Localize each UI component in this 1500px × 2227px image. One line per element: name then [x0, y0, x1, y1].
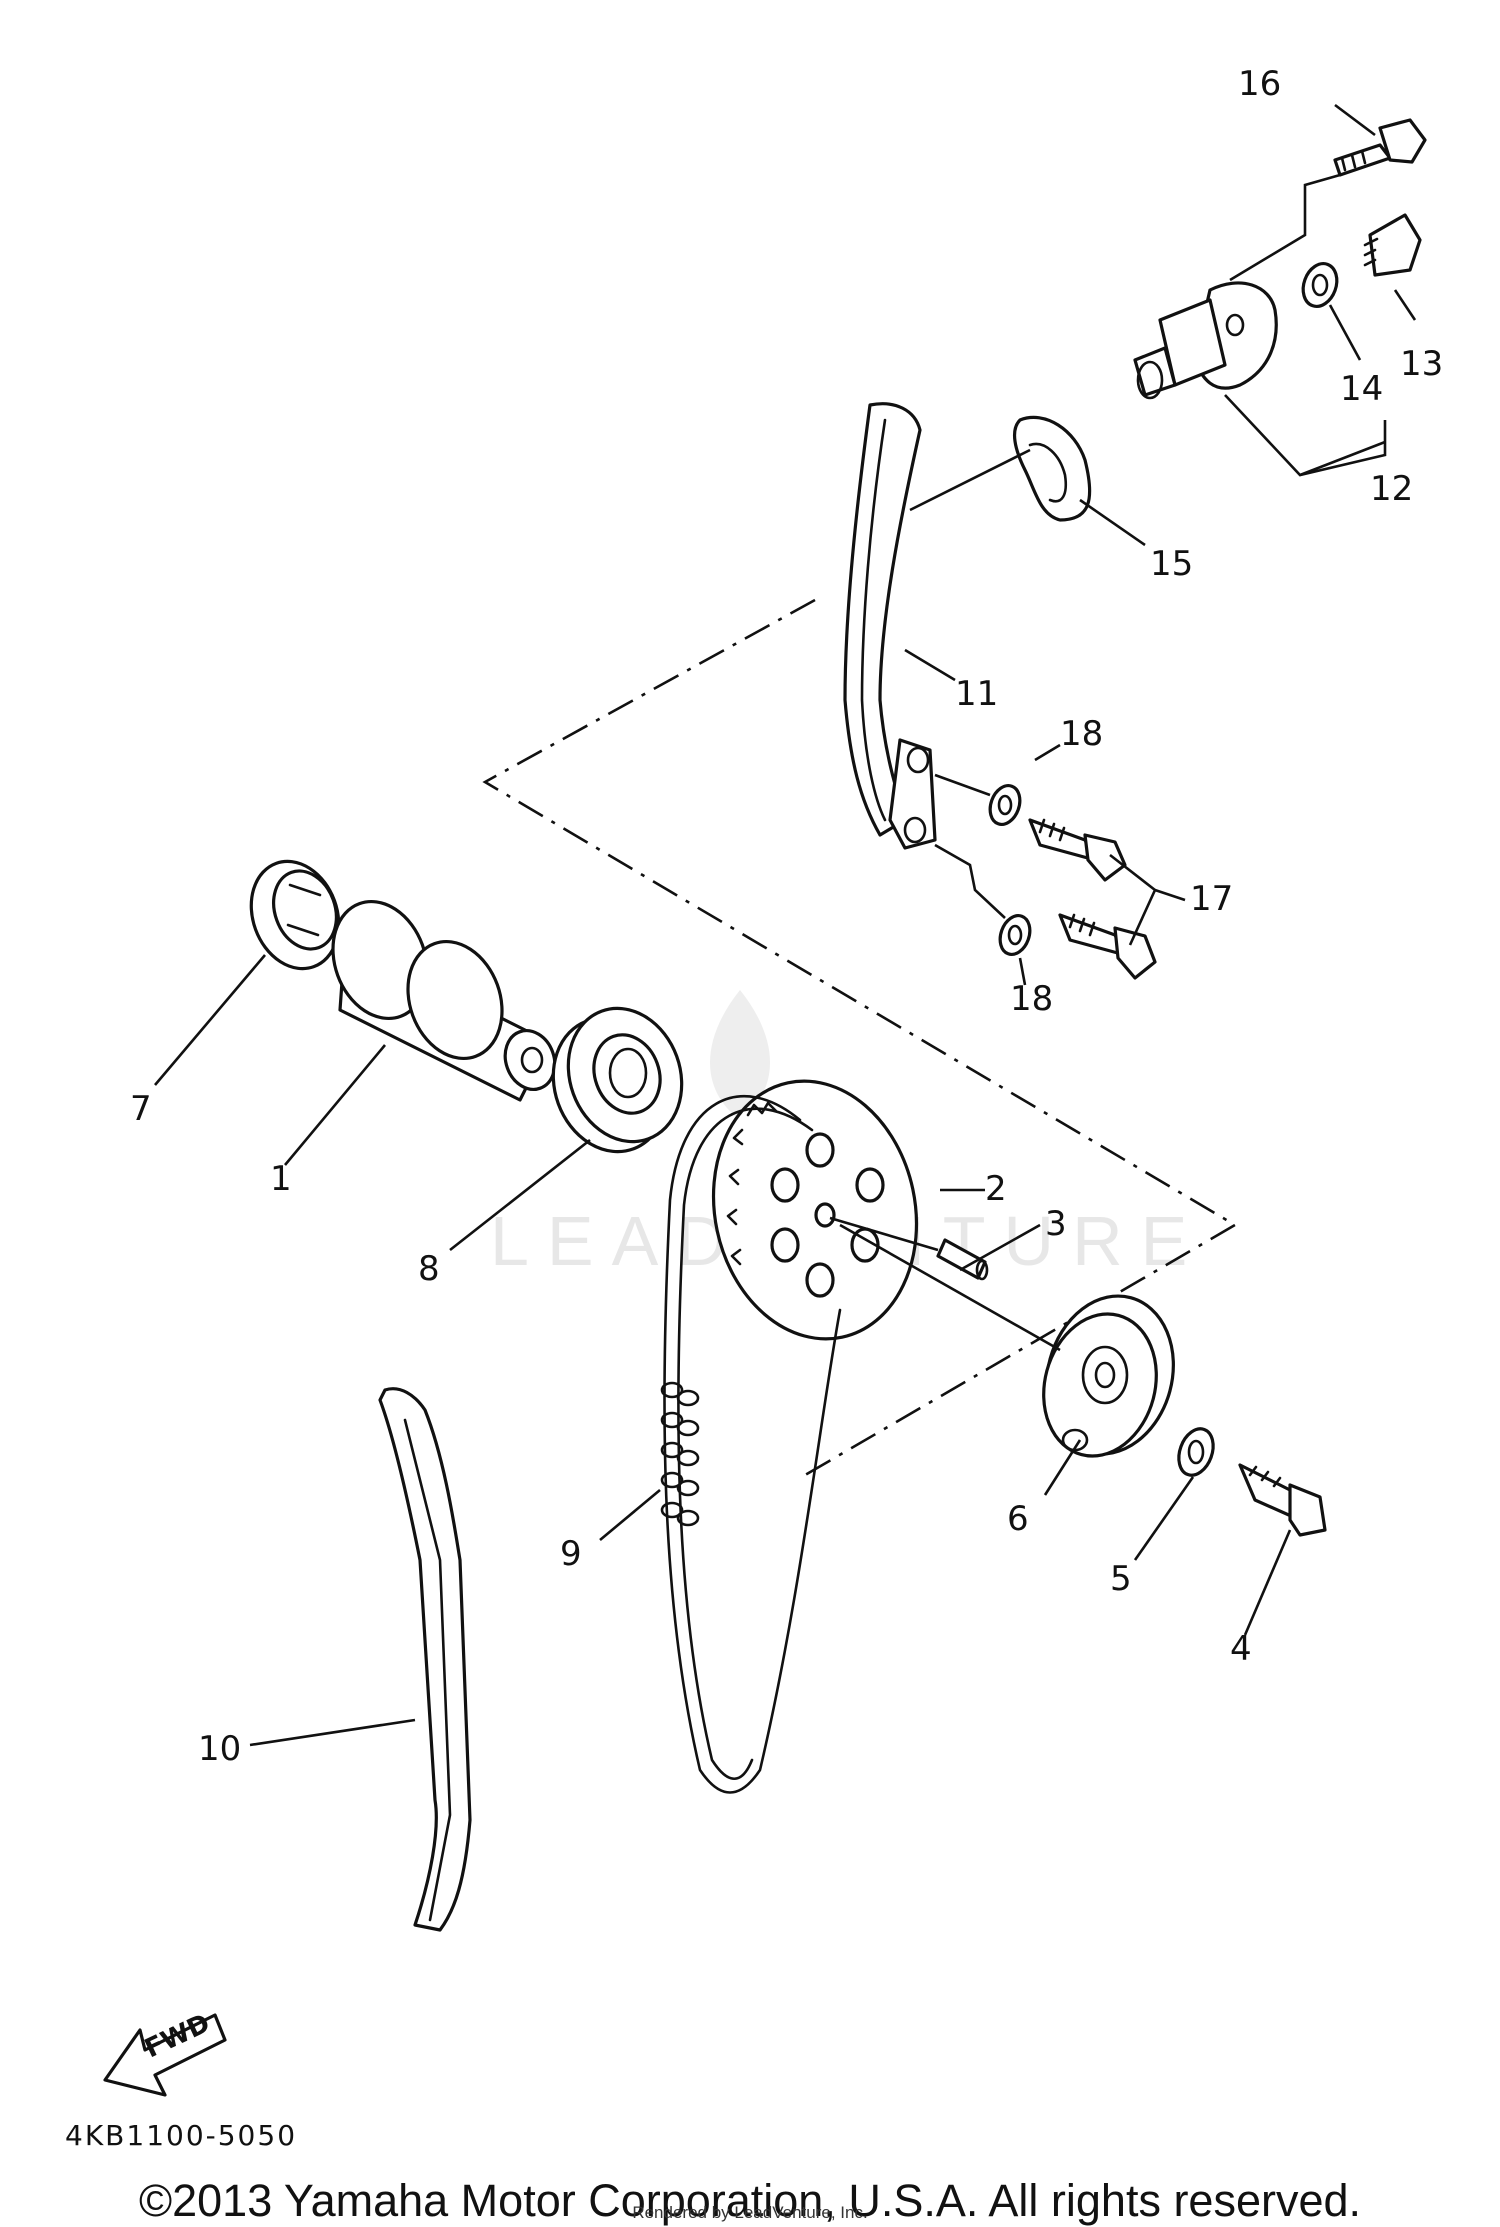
- copyright-notice: ©2013 Yamaha Motor Corporation, U.S.A. A…: [138, 2175, 1362, 2226]
- callout-7: 7: [130, 1089, 152, 1129]
- callout-5: 5: [1110, 1559, 1132, 1599]
- washer-18-lower[interactable]: [934, 843, 1035, 959]
- chain-link-group: [660, 1381, 700, 1527]
- callout-16: 16: [1238, 64, 1281, 104]
- camshaft-1[interactable]: [317, 888, 563, 1102]
- callout-15: 15: [1150, 544, 1193, 584]
- callout-17: 17: [1190, 879, 1233, 919]
- callout-8: 8: [418, 1249, 440, 1289]
- callout-1: 1: [270, 1159, 292, 1199]
- drawing-code: 4KB1100-5050: [65, 2119, 297, 2152]
- tensioner-assembly-12[interactable]: [1133, 281, 1278, 400]
- callout-18-lower: 18: [1010, 979, 1053, 1019]
- tensioner-guide-11[interactable]: [843, 402, 937, 850]
- fwd-arrow-icon: FWD: [103, 2008, 227, 2097]
- collar-6[interactable]: [839, 1223, 1191, 1469]
- callout-3: 3: [1045, 1204, 1067, 1244]
- bolt-17-lower[interactable]: [1058, 913, 1157, 980]
- leader-lines: [154, 103, 1417, 1747]
- callout-11: 11: [955, 674, 998, 714]
- washer-18-upper[interactable]: [934, 773, 1025, 829]
- cam-sprocket-2[interactable]: [690, 1062, 940, 1358]
- callout-14: 14: [1340, 369, 1383, 409]
- callout-18-upper: 18: [1060, 714, 1103, 754]
- ball-bearing-8[interactable]: [535, 992, 700, 1167]
- callout-4: 4: [1230, 1629, 1252, 1669]
- callout-13: 13: [1400, 344, 1443, 384]
- callout-6: 6: [1007, 1499, 1029, 1539]
- callout-2: 2: [985, 1169, 1007, 1209]
- callout-10: 10: [198, 1729, 241, 1769]
- callout-12: 12: [1370, 469, 1413, 509]
- callouts: 7 1 8 2 3 4 5 6 9 10 11 12 13 14 15 16 1…: [130, 64, 1443, 1769]
- bolt-17-upper[interactable]: [1028, 818, 1127, 882]
- chain-guide-10[interactable]: [378, 1387, 472, 1932]
- cam-chain-9[interactable]: [660, 1094, 842, 1794]
- washer-5[interactable]: [1173, 1424, 1219, 1480]
- bolt-16[interactable]: [1229, 118, 1427, 282]
- cap-bolt-13[interactable]: [1363, 213, 1422, 277]
- rendered-by-notice: Rendered by LeadVenture, Inc.: [632, 2203, 868, 2222]
- camshaft-bearing-7[interactable]: [237, 849, 354, 981]
- tensioner-gasket-15[interactable]: [909, 415, 1092, 522]
- dowel-pin-3[interactable]: [829, 1216, 989, 1281]
- callout-9: 9: [560, 1534, 582, 1574]
- washer-14[interactable]: [1297, 259, 1342, 311]
- bolt-4[interactable]: [1238, 1463, 1327, 1537]
